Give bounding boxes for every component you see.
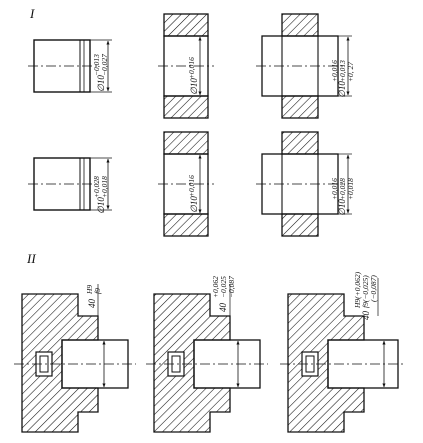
hole-r1c2: [158, 13, 214, 119]
label-r2c3: ∅10 +0,016 +0,028 +0,018: [330, 178, 355, 216]
hole-r2c2: [158, 131, 214, 237]
svg-text:40: 40: [361, 311, 371, 321]
svg-text:+0,028: +0,028: [92, 176, 101, 198]
svg-text:+0, 27: +0, 27: [346, 62, 355, 82]
svg-text:(−0,087): (−0,087): [369, 275, 378, 302]
label-b2: 40 +0,062 −0,025 −0,087: [211, 276, 236, 312]
svg-text:−0,087: −0,087: [227, 276, 236, 298]
svg-text:−0,027: −0,027: [100, 54, 109, 76]
svg-text:+0,016: +0,016: [187, 57, 196, 79]
svg-text:+0,016: +0,016: [330, 178, 339, 200]
label-r1c2: ∅10 +0,016: [187, 57, 199, 95]
svg-text:∅10: ∅10: [337, 81, 347, 98]
svg-text:−0,013: −0,013: [92, 54, 101, 76]
svg-text:40: 40: [87, 299, 97, 309]
svg-text:f9(−0,025): f9(−0,025): [361, 275, 370, 308]
svg-text:f9: f9: [93, 288, 102, 294]
label-b1: 40 H9 f9: [85, 285, 102, 308]
svg-text:H9(+0,062): H9(+0,062): [353, 271, 362, 309]
label-r2c1: ∅10 +0,028 +0,018: [92, 176, 109, 214]
shaft-r2c1: [28, 157, 112, 211]
svg-text:−0,025: −0,025: [219, 276, 228, 298]
section-label-one: I: [29, 6, 35, 21]
svg-text:∅10: ∅10: [189, 78, 199, 95]
svg-text:+0,013: +0,013: [338, 60, 347, 82]
assembly-r1c3: [256, 13, 352, 119]
svg-text:+0,018: +0,018: [100, 176, 109, 198]
bushing-b1: [14, 284, 136, 433]
bushing-b3: [280, 278, 406, 433]
assembly-r2c3: [256, 131, 352, 237]
svg-text:∅10: ∅10: [96, 197, 106, 214]
svg-text:40: 40: [218, 303, 228, 313]
label-r1c3: ∅10 +0,016 +0,013 +0, 27: [330, 60, 355, 98]
svg-text:+0,018: +0,018: [346, 178, 355, 200]
shaft-r1c1: [28, 39, 112, 93]
label-r2c2: ∅10 +0,016: [187, 175, 199, 213]
svg-text:+0,062: +0,062: [211, 276, 220, 298]
svg-text:+0,016: +0,016: [330, 60, 339, 82]
svg-text:∅10: ∅10: [189, 196, 199, 213]
bushing-b2: [146, 284, 268, 433]
label-r1c1: ∅10 −0,013 −0,027: [92, 54, 109, 92]
svg-text:+0,028: +0,028: [338, 178, 347, 200]
label-b3: 40 H9(+0,062) f9(−0,025) (−0,087): [353, 271, 378, 320]
svg-text:+0,016: +0,016: [187, 175, 196, 197]
svg-text:∅10: ∅10: [337, 199, 347, 216]
svg-text:H9: H9: [85, 285, 94, 295]
svg-text:∅10: ∅10: [96, 75, 106, 92]
section-label-two: II: [26, 251, 36, 266]
